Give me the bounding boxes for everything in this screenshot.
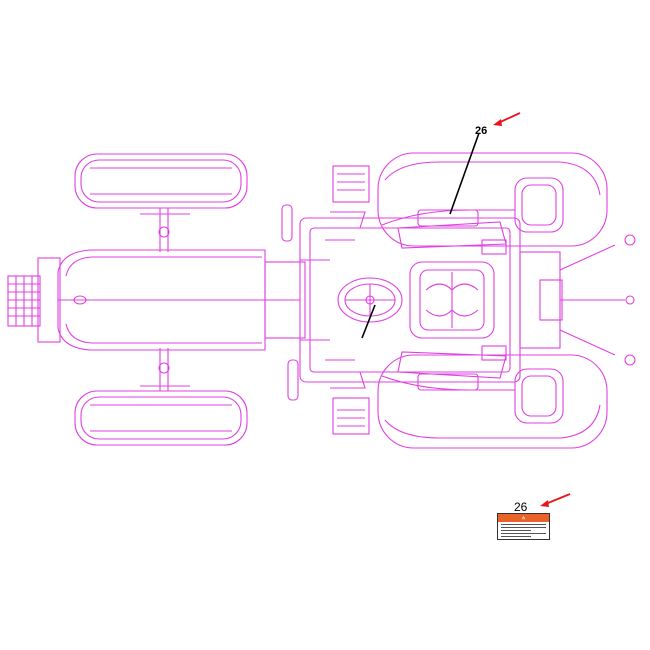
red-arrow-label-icon — [540, 493, 571, 507]
callout-number: 26 — [475, 125, 487, 137]
label-number: 26 — [514, 500, 528, 514]
hood — [57, 249, 306, 351]
red-arrow-top-icon — [493, 112, 521, 126]
decal-text-line — [501, 527, 546, 528]
decal-text-line — [501, 536, 531, 537]
fender-console-top — [397, 209, 507, 255]
rear-wheel-bottom — [377, 354, 608, 449]
steering-wheel — [337, 277, 403, 323]
warning-triangle-icon: ⚠ — [498, 514, 549, 522]
decal-text-line — [501, 524, 546, 525]
step-bottom — [332, 397, 370, 435]
decal-text-line — [501, 533, 546, 534]
step-top — [332, 165, 370, 203]
operator-seat — [409, 261, 495, 339]
tractor-outline — [7, 152, 636, 449]
fender-console-bottom — [397, 345, 507, 391]
side-details — [281, 204, 330, 401]
callout-leader — [361, 132, 480, 339]
front-axle — [140, 208, 190, 391]
front-wheel-top — [74, 153, 248, 209]
rear-hitch — [519, 234, 636, 366]
front-wheel-bottom — [74, 390, 248, 446]
rear-wheel-top — [377, 152, 608, 247]
front-weights — [7, 257, 61, 343]
safety-decal: ⚠ — [497, 513, 550, 540]
decal-text-line — [501, 530, 531, 531]
